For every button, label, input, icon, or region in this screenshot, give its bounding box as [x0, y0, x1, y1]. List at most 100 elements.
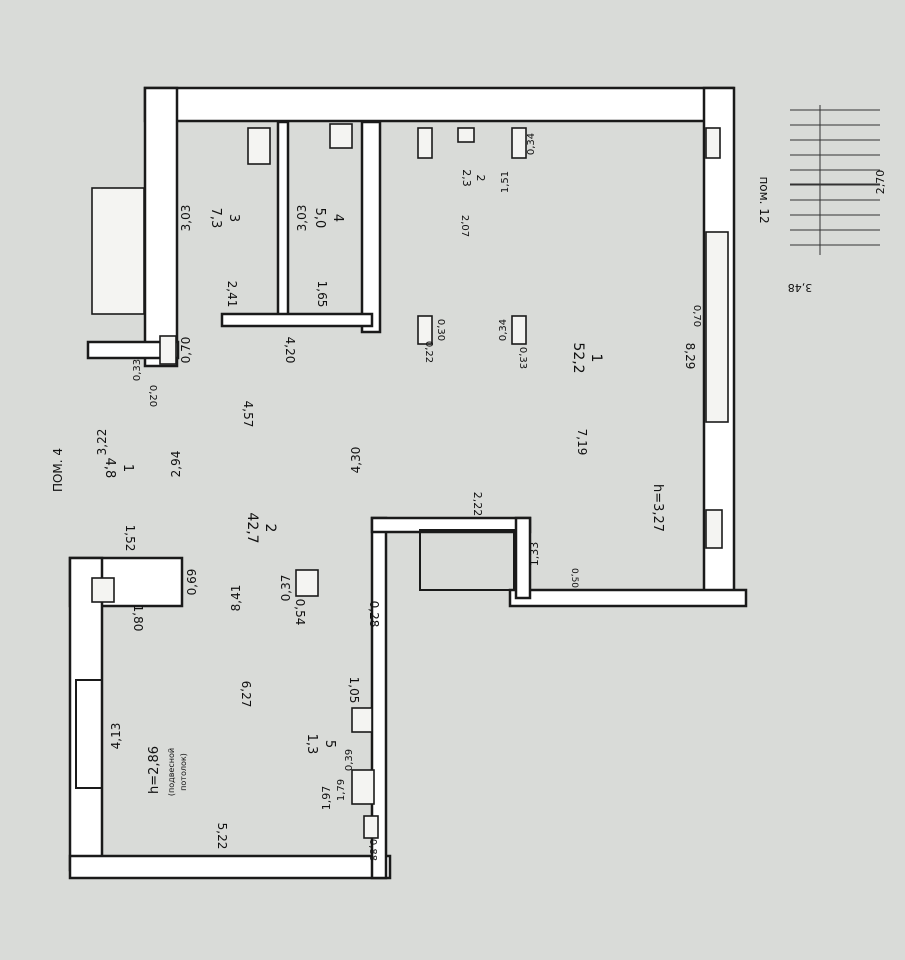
- dim-413: 4,13: [109, 723, 123, 750]
- column-2: [511, 315, 527, 345]
- height-wing-note2: потолок): [179, 753, 188, 791]
- svg-text:3: 3: [226, 214, 241, 222]
- dim-719: 7,19: [575, 429, 589, 456]
- dim-207: 2,07: [459, 215, 470, 237]
- dim-303b: 3,03: [295, 205, 309, 232]
- dim-105: 1,05: [347, 677, 361, 704]
- dim-070b: 0,70: [691, 305, 702, 327]
- window-left-lower: [75, 679, 103, 789]
- dim-222: 2,22: [471, 492, 484, 517]
- column-3: [295, 569, 319, 597]
- svg-text:52,2: 52,2: [570, 342, 586, 373]
- dim-034b: 0,34: [526, 133, 537, 155]
- room-2-label: 2 42,7: [244, 512, 278, 543]
- dim-322: 3,22: [95, 429, 109, 456]
- wall-top: [143, 86, 735, 123]
- svg-text:1,3: 1,3: [304, 734, 319, 755]
- svg-text:4,8: 4,8: [102, 458, 117, 479]
- dim-033b: 0,33: [517, 347, 528, 369]
- window-left: [91, 187, 145, 315]
- dim-037: 0,37: [279, 575, 293, 602]
- sink-room5: [351, 707, 373, 733]
- wall-lower-right: [508, 588, 748, 608]
- svg-text:5: 5: [322, 740, 337, 748]
- dim-197: 1,97: [320, 786, 333, 811]
- dim-165: 1,65: [315, 281, 329, 308]
- dim-133: 1,33: [528, 542, 541, 567]
- wall-niche: [419, 529, 515, 591]
- dim-522: 5,22: [215, 823, 229, 850]
- fixture-2b: [511, 127, 527, 159]
- dim-841: 8,41: [229, 585, 243, 612]
- dim-179: 1,79: [336, 779, 347, 801]
- neighbor-pom12: пом. 12: [757, 176, 771, 223]
- wall-bottom: [68, 854, 392, 880]
- dim-241: 2,41: [225, 281, 239, 308]
- wall-left-lower: [68, 556, 104, 872]
- column-5: [159, 335, 177, 365]
- height-main: h=3,27: [650, 484, 665, 532]
- svg-text:2: 2: [262, 524, 278, 533]
- toilet-room5: [351, 769, 375, 805]
- pier-3: [705, 509, 723, 549]
- fixture-2a: [417, 127, 433, 159]
- svg-text:5,0: 5,0: [312, 208, 327, 229]
- stairs: [790, 105, 880, 255]
- dim-627: 6,27: [239, 681, 253, 708]
- dim-420: 4,20: [283, 337, 297, 364]
- toilet-room3: [247, 127, 271, 165]
- shower-room5: [363, 815, 379, 839]
- dim-152: 1,52: [123, 525, 137, 552]
- dim-180: 1,80: [131, 605, 145, 632]
- dim-348: 3,48: [788, 281, 813, 294]
- partition-room3-4: [276, 120, 290, 324]
- pier-1: [705, 127, 721, 159]
- room-4-label: 4 5,0: [312, 208, 345, 229]
- dim-022: 0,22: [423, 341, 434, 363]
- dim-034a: 0,34: [498, 319, 509, 341]
- room-3-label: 3 7,3: [208, 208, 241, 229]
- dim-033: 0,33: [132, 359, 143, 381]
- svg-text:42,7: 42,7: [244, 512, 260, 543]
- wall-left-upper: [143, 86, 179, 368]
- dim-030: 0,30: [435, 319, 446, 341]
- column-1: [417, 315, 433, 345]
- svg-text:7,3: 7,3: [208, 208, 223, 229]
- dim-457: 4,57: [241, 401, 255, 428]
- dim-270: 2,70: [874, 170, 887, 195]
- svg-text:2: 2: [474, 175, 487, 182]
- dim-020: 0,20: [147, 385, 158, 407]
- partition-bottom: [220, 312, 374, 328]
- dim-430: 4,30: [349, 447, 363, 474]
- dim-050: 0,50: [569, 568, 579, 588]
- dim-829: 8,29: [683, 343, 697, 370]
- dim-070: 0,70: [179, 337, 193, 364]
- dim-303a: 3,03: [179, 205, 193, 232]
- height-wing-note1: (подвесной: [167, 748, 176, 796]
- fixture-2c: [457, 127, 475, 143]
- sink-room4: [329, 123, 353, 149]
- wall-bay-right: [514, 516, 532, 600]
- room-1-label: 1 52,2: [570, 342, 604, 373]
- pier-2: [705, 231, 729, 423]
- dim-054: 0,54: [293, 599, 307, 626]
- svg-text:4: 4: [330, 214, 345, 222]
- wall-step-upper: [86, 340, 180, 360]
- partition-room4-right: [360, 120, 382, 334]
- svg-text:1: 1: [120, 464, 135, 472]
- dim-151: 1,51: [500, 171, 511, 193]
- svg-text:2,3: 2,3: [460, 169, 473, 187]
- svg-text:1: 1: [588, 354, 604, 363]
- dim-028: 0,28: [367, 601, 381, 628]
- dim-088: 0,88: [367, 839, 378, 861]
- dim-039: 0,39: [344, 749, 355, 771]
- neighbor-pom4: ПОМ. 4: [51, 448, 65, 492]
- room-1b-label: 1 4,8: [102, 458, 135, 479]
- room-2s-label: 2 2,3: [460, 169, 487, 187]
- column-4: [91, 577, 115, 603]
- height-wing: h=2,86: [147, 746, 162, 794]
- dim-294: 2,94: [169, 451, 183, 478]
- room-5-label: 5 1,3: [304, 734, 337, 755]
- dim-069: 0,69: [185, 569, 199, 596]
